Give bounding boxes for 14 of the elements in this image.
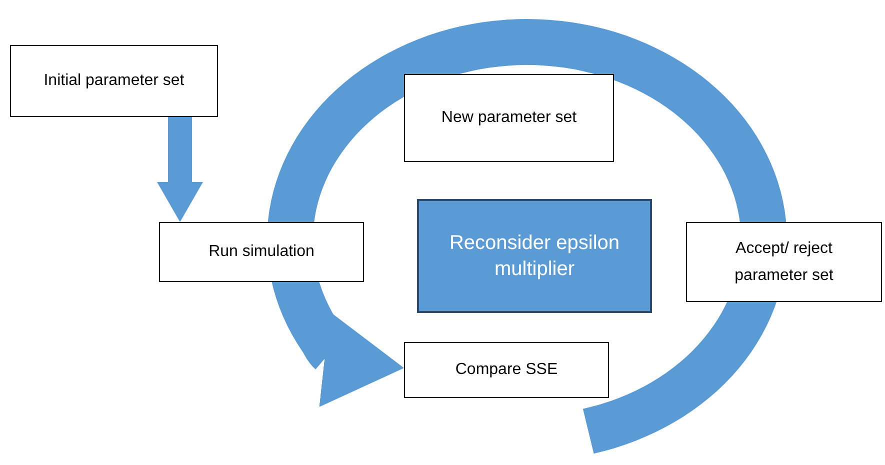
block-arrow xyxy=(157,117,203,222)
highlight-box xyxy=(417,199,652,313)
box-label: Accept/ reject parameter set xyxy=(734,238,834,286)
box-label: New parameter set xyxy=(440,108,578,128)
process-box xyxy=(10,45,218,117)
process-box xyxy=(404,74,614,162)
process-box xyxy=(404,342,609,398)
box-label: Compare SSE xyxy=(454,360,559,380)
process-box xyxy=(159,222,364,282)
box-label: Reconsider epsilon multiplier xyxy=(448,231,621,282)
process-box xyxy=(686,222,882,302)
cycle-arrow xyxy=(267,19,787,454)
box-label: Run simulation xyxy=(208,242,316,262)
box-label: Initial parameter set xyxy=(42,71,186,92)
